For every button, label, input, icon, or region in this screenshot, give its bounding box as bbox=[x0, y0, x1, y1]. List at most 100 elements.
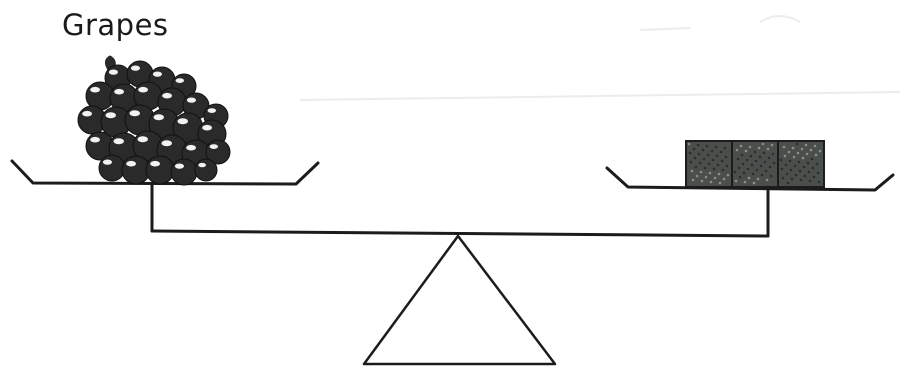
cube-icon bbox=[732, 141, 778, 187]
grape-berry bbox=[146, 156, 174, 184]
cube-texture-dot bbox=[753, 182, 756, 185]
cube-texture-dot bbox=[694, 157, 697, 160]
cube-texture-dot bbox=[812, 167, 815, 170]
grape-highlight bbox=[202, 125, 212, 131]
cube-texture-dot bbox=[737, 158, 740, 161]
cube-texture-dot bbox=[804, 175, 807, 178]
cube-texture-dot bbox=[712, 159, 715, 162]
cube-texture-dot bbox=[698, 153, 701, 156]
cube-texture-dot bbox=[786, 173, 789, 176]
cube-texture-dot bbox=[785, 164, 788, 167]
cube-texture-dot bbox=[814, 145, 817, 148]
cube-texture-dot bbox=[721, 160, 724, 163]
cube-texture-dot bbox=[792, 147, 795, 150]
grape-highlight bbox=[178, 118, 189, 124]
cube-texture-dot bbox=[787, 182, 790, 185]
cube-texture-dot bbox=[759, 156, 762, 159]
cube-texture-dot bbox=[758, 147, 761, 150]
cube-texture-dot bbox=[750, 155, 753, 158]
cube-texture-dot bbox=[782, 177, 785, 180]
cube-texture-dot bbox=[808, 171, 811, 174]
cube-texture-dot bbox=[744, 181, 747, 184]
cube-texture-dot bbox=[692, 179, 695, 182]
cube-texture-dot bbox=[798, 161, 801, 164]
cube-texture-dot bbox=[734, 171, 737, 174]
cube-texture-dot bbox=[818, 181, 821, 184]
grape-highlight bbox=[126, 161, 136, 167]
cube-texture-dot bbox=[727, 174, 730, 177]
cube-texture-dot bbox=[740, 145, 743, 148]
cube-texture-dot bbox=[717, 164, 720, 167]
grape-highlight bbox=[153, 72, 162, 77]
cube-texture-dot bbox=[780, 159, 783, 162]
cube-texture-dot bbox=[747, 168, 750, 171]
fulcrum-triangle bbox=[364, 236, 555, 364]
cube-texture-dot bbox=[800, 179, 803, 182]
cube-texture-dot bbox=[762, 143, 765, 146]
grape-highlight bbox=[130, 110, 141, 116]
grape-highlight bbox=[175, 164, 184, 169]
grape-highlight bbox=[109, 70, 118, 75]
cube-texture-dot bbox=[715, 146, 718, 149]
cube-texture-dot bbox=[720, 151, 723, 154]
cube-texture-dot bbox=[708, 163, 711, 166]
cube-texture-dot bbox=[749, 146, 752, 149]
cube-texture-dot bbox=[741, 154, 744, 157]
cube-texture-dot bbox=[706, 145, 709, 148]
grape-highlight bbox=[208, 108, 216, 113]
cube-texture-dot bbox=[705, 176, 708, 179]
cube-texture-dot bbox=[813, 176, 816, 179]
cube-texture-dot bbox=[763, 152, 766, 155]
cube-texture-dot bbox=[784, 155, 787, 158]
cube-texture-dot bbox=[817, 172, 820, 175]
cube-texture-dot bbox=[807, 162, 810, 165]
cube-texture-dot bbox=[765, 170, 768, 173]
cube-texture-dot bbox=[819, 150, 822, 153]
cube-texture-dot bbox=[693, 148, 696, 151]
cube-texture-dot bbox=[801, 148, 804, 151]
cube-texture-dot bbox=[756, 169, 759, 172]
cube-texture-dot bbox=[701, 180, 704, 183]
cube-texture-dot bbox=[806, 153, 809, 156]
grape-highlight bbox=[90, 137, 100, 143]
cube-texture-dot bbox=[771, 144, 774, 147]
cube-texture-dot bbox=[788, 151, 791, 154]
cube-texture-dot bbox=[794, 165, 797, 168]
grape-highlight bbox=[114, 138, 125, 144]
cubes-group bbox=[686, 141, 824, 187]
cube-texture-dot bbox=[768, 157, 771, 160]
cube-texture-dot bbox=[797, 152, 800, 155]
grape-highlight bbox=[138, 136, 149, 142]
cube-texture-dot bbox=[796, 143, 799, 146]
cube-texture-dot bbox=[710, 181, 713, 184]
cube-texture-dot bbox=[816, 163, 819, 166]
cube-texture-dot bbox=[724, 147, 727, 150]
cube-texture-dot bbox=[697, 144, 700, 147]
cube-texture-dot bbox=[703, 158, 706, 161]
grape-highlight bbox=[154, 114, 165, 120]
grape-highlight bbox=[138, 87, 148, 93]
cube-texture-dot bbox=[803, 166, 806, 169]
cube-texture-dot bbox=[700, 171, 703, 174]
cube-texture-dot bbox=[714, 177, 717, 180]
grape-highlight bbox=[90, 87, 100, 93]
grape-highlight bbox=[106, 112, 117, 118]
grape-highlight bbox=[210, 144, 218, 149]
cube-texture-dot bbox=[746, 159, 749, 162]
cube-texture-dot bbox=[772, 153, 775, 156]
cube-texture-dot bbox=[742, 163, 745, 166]
background-bleed bbox=[300, 16, 900, 100]
cube-texture-dot bbox=[815, 154, 818, 157]
cube-texture-dot bbox=[743, 172, 746, 175]
cube-texture-dot bbox=[751, 164, 754, 167]
cube-texture-dot bbox=[752, 173, 755, 176]
cube-texture-dot bbox=[736, 149, 739, 152]
cube-texture-dot bbox=[802, 157, 805, 160]
cube-texture-dot bbox=[738, 167, 741, 170]
cube-texture-dot bbox=[707, 154, 710, 157]
cube-texture-dot bbox=[810, 149, 813, 152]
cube-texture-dot bbox=[723, 178, 726, 181]
grape-highlight bbox=[176, 78, 184, 83]
cube-texture-dot bbox=[702, 149, 705, 152]
